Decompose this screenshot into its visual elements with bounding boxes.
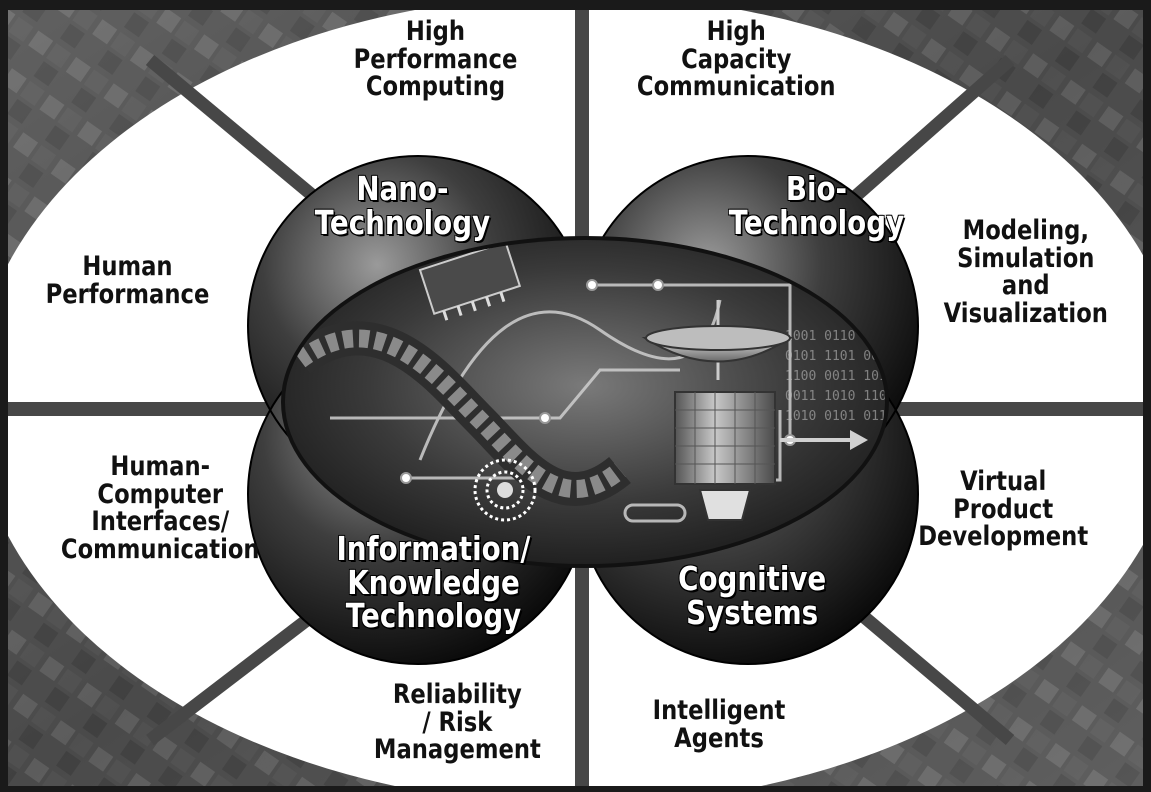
label-line: Product bbox=[953, 493, 1054, 525]
label-line: Bio- bbox=[785, 169, 848, 208]
label-line: Technology bbox=[314, 202, 491, 242]
label-line: Communication bbox=[60, 533, 260, 565]
label-modeling-simulation-visualization: Modeling, Simulation and Visualization bbox=[944, 217, 1108, 327]
label-line: Agents bbox=[674, 722, 764, 754]
label-line: Interfaces/ bbox=[91, 506, 230, 538]
label-information-knowledge-technology: Information/ Knowledge Technology bbox=[336, 532, 530, 633]
label-line: Technology bbox=[728, 202, 905, 242]
label-virtual-product-development: Virtual Product Development bbox=[918, 468, 1088, 551]
label-line: Management bbox=[373, 734, 541, 766]
code-text-4: 0011 1010 110 bbox=[785, 389, 887, 404]
label-line: Cognitive bbox=[678, 559, 827, 598]
label-line: Capacity bbox=[681, 43, 792, 75]
label-line: Human- bbox=[110, 451, 211, 482]
label-line: Technology bbox=[345, 596, 522, 636]
label-bio-technology: Bio- Technology bbox=[729, 172, 904, 239]
satellite-illustration bbox=[641, 300, 794, 521]
label-intelligent-agents: Intelligent Agents bbox=[653, 697, 786, 752]
label-line: Performance bbox=[353, 43, 518, 75]
label-line: Computing bbox=[365, 71, 506, 103]
label-high-capacity-communication: High Capacity Communication bbox=[637, 18, 836, 101]
code-text-2: 0101 1101 001 bbox=[785, 349, 887, 364]
label-line: Human bbox=[82, 251, 173, 282]
label-cognitive-systems: Cognitive Systems bbox=[678, 562, 826, 629]
svg-text:1001 0110 110 0101 1101: 1001 0110 110 0101 1101 001 1100 0011 10… bbox=[785, 329, 895, 424]
label-line: Systems bbox=[686, 592, 819, 632]
code-text-5: 1010 0101 011 bbox=[785, 409, 887, 424]
label-line: Modeling, bbox=[962, 215, 1089, 246]
label-nano-technology: Nano- Technology bbox=[315, 172, 490, 239]
label-line: Performance bbox=[45, 278, 210, 310]
code-text-3: 1100 0011 101 bbox=[785, 369, 887, 384]
label-human-computer-interfaces: Human- Computer Interfaces/ Communicatio… bbox=[61, 453, 260, 563]
label-line: Nano- bbox=[356, 169, 449, 208]
label-line: and bbox=[1001, 270, 1050, 302]
label-reliability-risk-management: Reliability / Risk Management bbox=[374, 681, 541, 764]
label-human-performance: Human Performance bbox=[46, 253, 210, 308]
label-line: Visualization bbox=[943, 297, 1108, 329]
label-line: Virtual bbox=[960, 466, 1047, 497]
label-line: High bbox=[405, 16, 466, 47]
label-line: Reliability bbox=[392, 679, 522, 710]
label-line: Information/ bbox=[336, 529, 531, 568]
label-line: Intelligent bbox=[652, 695, 786, 726]
label-high-performance-computing: High Performance Computing bbox=[354, 18, 518, 101]
label-line: High bbox=[706, 16, 766, 47]
label-line: Simulation bbox=[957, 242, 1095, 274]
label-line: / Risk bbox=[422, 706, 493, 738]
label-line: Communication bbox=[636, 71, 836, 103]
label-line: Knowledge bbox=[347, 562, 520, 602]
label-line: Computer bbox=[97, 478, 224, 510]
center-collage bbox=[289, 240, 868, 523]
label-line: Development bbox=[918, 521, 1089, 553]
